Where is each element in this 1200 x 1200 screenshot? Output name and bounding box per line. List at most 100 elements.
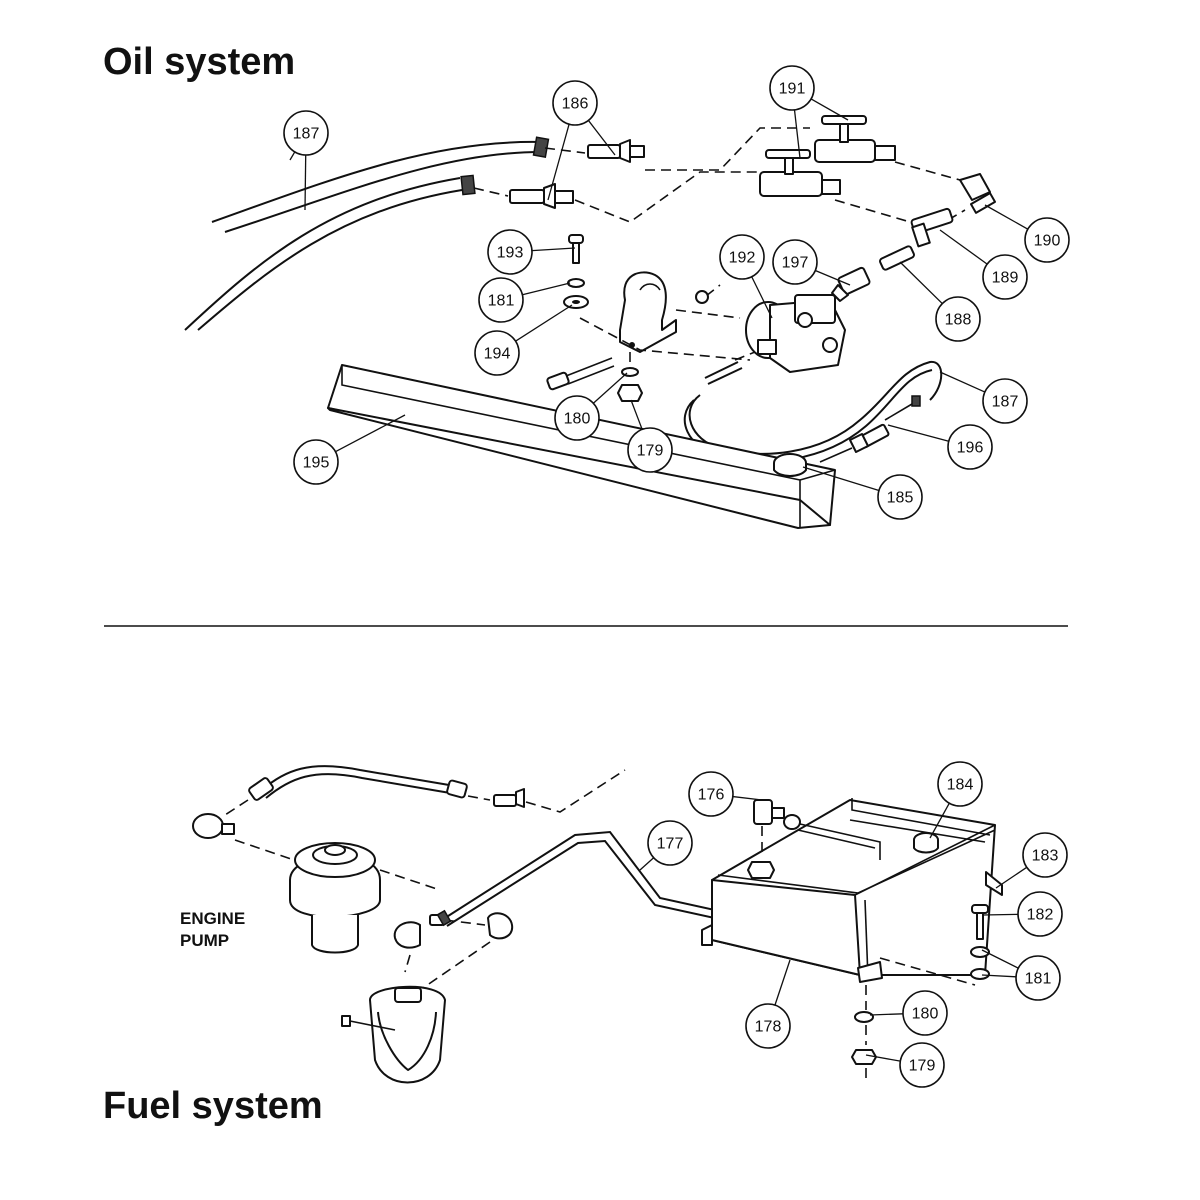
oil-route-lower [574,171,760,223]
callout-oil-191: 191 [769,65,849,159]
callout-number: 183 [1032,848,1059,865]
callout-leader [802,466,880,492]
connector-188 [879,245,915,271]
callout-leader [869,1013,904,1016]
callout-leader [592,372,628,404]
callout-number: 190 [1034,233,1061,250]
callout-leader [751,276,773,319]
oil-hoses [184,136,550,331]
callout-number: 181 [1025,971,1052,988]
oil-system-section: Oil system [103,41,997,529]
callout-number: 181 [488,293,515,310]
callout-circle [745,1003,791,1049]
oil-route-upper [645,127,810,171]
mounting-bracket [619,271,677,353]
callout-fuel-179: 179 [865,1042,945,1088]
callout-number: 179 [909,1058,936,1075]
washer-181-lower [970,968,990,980]
callout-circle [554,395,600,441]
oil-fitting-upper [544,139,645,163]
callout-oil-185: 185 [802,466,923,520]
callout-leader [639,857,655,871]
callout-fuel-182: 182 [982,891,1063,937]
oil-fitting-lower [473,183,574,209]
callout-leader [929,802,950,839]
callout-circle [935,296,981,342]
callout-circle [982,254,1028,300]
callout-leader [984,204,1029,230]
callout-leader [887,424,949,442]
callout-leader [981,974,1017,978]
callout-fuel-183: 183 [995,832,1068,889]
callout-leader [939,371,986,393]
nut-179-fuel [851,1049,877,1065]
callout-oil-180: 180 [554,372,628,441]
filler-cap-185 [773,453,807,477]
callout-number: 177 [657,836,684,853]
callout-circle [982,378,1028,424]
callout-oil-192: 192 [719,234,773,319]
shutoff-valve-lower [759,149,841,197]
callout-fuel-178: 178 [745,959,791,1049]
callout-oil-196: 196 [887,424,993,470]
fuel-tank-cap [913,832,939,854]
fuel-filter [341,985,446,1084]
callout-circle [877,474,923,520]
oil-tank [327,364,836,529]
callout-circle [487,229,533,275]
callout-fuel-180: 180 [869,990,948,1036]
callout-oil-190: 190 [984,204,1070,263]
callout-leader [732,795,763,801]
callout-number: 192 [729,250,756,267]
callout-leader [793,109,801,159]
washer-181 [567,278,585,288]
callout-oil-194: 194 [474,304,573,376]
callout-number: 176 [698,787,725,804]
fitting-196 [849,395,921,453]
callout-oil-195: 195 [293,414,406,485]
callout-fuel-184: 184 [929,761,983,839]
callout-oil-188: 188 [899,261,981,342]
callout-circle [772,239,818,285]
callout-oil-187: 187 [283,110,329,211]
callout-leader [531,247,576,252]
callout-circle [647,820,693,866]
oil-pump [745,294,846,373]
callout-leader [587,120,616,156]
callout-number: 196 [957,440,984,457]
callout-fuel-177: 177 [639,820,693,871]
bolt-182 [971,904,989,940]
callout-oil-179: 179 [627,399,673,473]
washer-180-fuel [854,1011,874,1023]
callout-oil-186: 186 [547,80,616,201]
callout-circle [1024,217,1070,263]
engine-pump [289,842,381,954]
engine-pump-label-line2: PUMP [180,931,229,950]
callout-number: 187 [992,394,1019,411]
elbow-fitting [959,173,997,214]
callout-number: 180 [912,1006,939,1023]
fuel-system-title: Fuel system [103,1085,323,1127]
callout-leader [335,414,406,453]
callout-circle [769,65,815,111]
callout-circle [688,771,734,817]
callout-number: 191 [779,81,806,98]
long-screw [546,357,615,391]
callout-leader [630,399,643,430]
callout-leader [304,154,307,211]
callout-circle [937,761,983,807]
washer-181-upper [970,946,990,958]
callout-circle [902,990,948,1036]
callout-leader [547,124,570,201]
callout-number: 187 [293,126,320,143]
callout-circle [1017,891,1063,937]
callout-number: 186 [562,96,589,113]
callout-circle [719,234,765,280]
callout-oil-189: 189 [939,229,1028,300]
callout-circle [552,80,598,126]
callout-number: 188 [945,312,972,329]
callout-circle [293,439,339,485]
banjo-fitting [192,813,235,839]
